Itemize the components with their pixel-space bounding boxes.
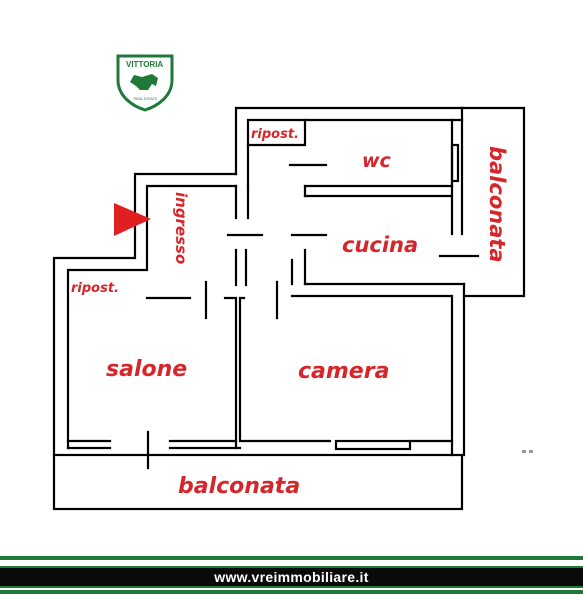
logo-subtext: REAL ESTATE: [134, 97, 158, 101]
label-ingresso: ingresso: [172, 192, 190, 264]
footer-stripe-bottom: [0, 590, 583, 594]
camera-walls: [290, 294, 454, 443]
label-ripost-left: ripost.: [71, 281, 119, 296]
footer-banner: www.vreimmobiliare.it: [0, 556, 583, 600]
central-partition: [223, 296, 242, 450]
label-cucina: cucina: [342, 233, 418, 257]
salone-inner-wall: [66, 184, 238, 450]
bull-icon: [130, 74, 158, 90]
ripost-top-wall: [246, 118, 307, 147]
shield-icon: VITTORIA REAL ESTATE: [116, 54, 174, 112]
camera-window: [334, 439, 412, 451]
salone-outer-wall: [52, 172, 238, 457]
label-balconata-bottom: balconata: [178, 474, 300, 499]
upper-outer-wall: [234, 106, 464, 176]
vittoria-logo: VITTORIA REAL ESTATE: [112, 50, 178, 112]
logo-text: VITTORIA: [126, 60, 163, 69]
walls: [52, 106, 526, 511]
footer-band: [0, 566, 583, 588]
entry-arrow: [114, 203, 151, 236]
label-balconata-right: balconata: [485, 146, 509, 263]
website-link[interactable]: www.vreimmobiliare.it: [214, 569, 369, 585]
label-wc: wc: [362, 150, 392, 172]
label-ripost-top: ripost.: [251, 127, 299, 142]
label-salone: salone: [106, 357, 187, 382]
decor-marks: [522, 450, 533, 453]
right-balcony-outline: [460, 106, 526, 298]
bottom-balcony-outline: [52, 453, 464, 511]
label-camera: camera: [298, 359, 389, 384]
footer-stripe-top: [0, 556, 583, 560]
wc-window: [450, 143, 460, 183]
